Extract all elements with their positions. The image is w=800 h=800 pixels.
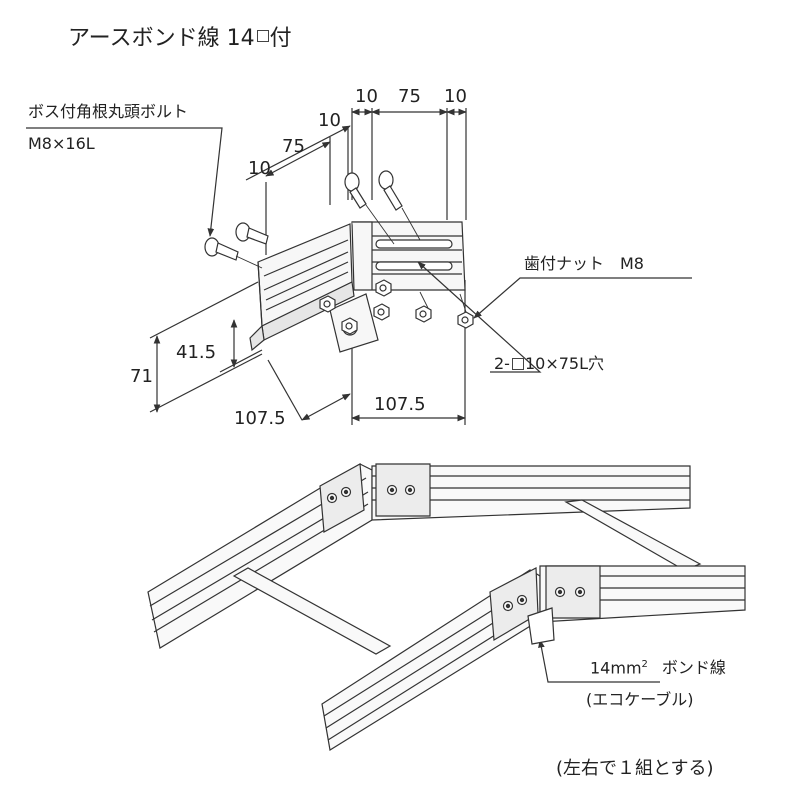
bond-wire-label: 14mm2 ボンド線 [590,660,726,676]
bond-superscript: 2 [641,659,648,670]
dim-71: 71 [130,366,153,387]
bolt-icon [344,172,367,209]
ladder-assembly [147,463,746,751]
square-symbol [256,30,269,42]
nut-icon [373,303,390,321]
dim-10-left: 10 [248,158,271,179]
nut-label: 歯付ナット M8 [524,254,644,273]
bolt-icon [235,222,269,245]
bolt-head-icon [326,492,338,504]
title-suffix: 付 [269,26,292,51]
dimension-vertical [149,281,263,413]
hole-prefix: 2- [494,354,510,373]
bond-size: 14mm [590,658,642,678]
bolt-size-label: M8×16L [28,134,95,153]
dim-10-top-b: 10 [444,86,467,107]
dim-75-top: 75 [398,86,421,107]
nut-icon [457,311,474,329]
bolt-icon [204,237,239,261]
title-text: アースボンド線 14 [68,26,255,51]
dim-107-5-right: 107.5 [374,394,426,415]
nuts [319,279,474,335]
bolt-head-icon [516,594,528,606]
bolts [204,170,403,261]
diagram-title: アースボンド線 14 付 [68,28,292,50]
bolt-head-icon [404,484,416,496]
nut-icon [341,317,358,335]
nut-icon [319,295,336,313]
dim-10-top-a: 10 [355,86,378,107]
dim-107-5-left: 107.5 [234,408,286,429]
left-bracket [249,223,355,352]
bolt-name-label: ボス付角根丸頭ボルト [28,102,189,121]
hole-label: 2- 10×75L穴 [494,356,604,372]
bolt-head-icon [574,586,586,598]
dimension-top [351,108,467,220]
ladder-bolts [326,484,586,612]
bolt-head-icon [554,586,566,598]
right-bracket [351,221,466,291]
dim-41-5: 41.5 [176,342,216,363]
nut-icon [415,305,432,323]
footer-note: (左右で１組とする) [556,758,714,779]
bolt-head-icon [386,484,398,496]
square-symbol [511,358,524,370]
bond-type-label: (エコケーブル) [586,690,694,709]
bolt-head-icon [502,600,514,612]
dim-75-left: 75 [282,136,305,157]
nut-icon [375,279,392,297]
leaders [26,127,692,683]
bolt-icon [378,170,403,211]
bond-name: ボンド線 [661,658,726,678]
bolt-head-icon [340,486,352,498]
dim-10-mid: 10 [318,110,341,131]
hole-suffix: 10×75L穴 [524,354,604,373]
